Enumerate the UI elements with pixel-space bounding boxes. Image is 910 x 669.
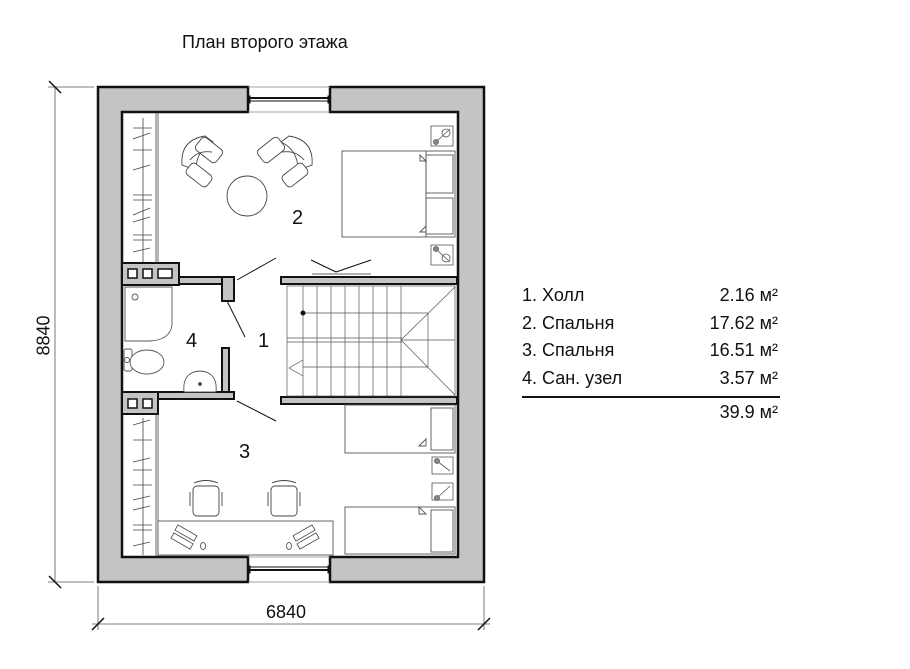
room-label-1: 1 — [258, 330, 270, 352]
plan-title: План второго этажа — [182, 32, 348, 52]
office-chairs — [189, 480, 301, 517]
toilet — [123, 348, 165, 375]
legend-row: 3. Спальня 16.51 м² — [522, 337, 778, 365]
room-label-2: 2 — [292, 207, 304, 229]
staircase — [286, 285, 456, 397]
legend-room-area: 2.16 м² — [719, 285, 778, 305]
desk — [157, 520, 334, 556]
single-bed-top — [344, 404, 456, 454]
legend-room-area: 3.57 м² — [719, 367, 778, 388]
shower — [124, 286, 173, 342]
door-swings — [226, 257, 372, 422]
single-bed-bottom — [344, 505, 456, 555]
dimension-height-label: 8840 — [33, 315, 54, 356]
computers — [170, 524, 320, 550]
legend-total-area: 39.9 м² — [719, 402, 778, 422]
legend-room-name: 4. Сан. узел — [522, 367, 623, 388]
dimension-horizontal — [91, 586, 491, 631]
room-label-3: 3 — [239, 441, 251, 463]
legend-room-name: 3. Спальня — [522, 340, 615, 360]
dimension-width-label: 6840 — [266, 602, 307, 622]
room-label-4: 4 — [186, 330, 198, 352]
interior-walls — [121, 262, 458, 415]
stair-start-dot — [300, 310, 306, 316]
legend-room-area: 17.62 м² — [709, 312, 778, 333]
window-bottom — [247, 556, 331, 583]
legend-row: 2. Спальня 17.62 м² — [522, 310, 778, 338]
window-top — [247, 86, 331, 113]
dimension-vertical — [48, 80, 94, 589]
legend-row: 4. Сан. узел 3.57 м² — [522, 365, 778, 393]
legend-row: 1. Холл 2.16 м² — [522, 282, 778, 310]
nightstand-lamps — [430, 125, 454, 266]
vent-ducts — [127, 268, 173, 409]
armchair-left — [181, 135, 224, 188]
legend-divider — [522, 396, 780, 398]
legend-room-name: 2. Спальня — [522, 312, 615, 333]
legend-room-name: 1. Холл — [522, 285, 585, 305]
wardrobe-bottom — [132, 414, 159, 556]
double-bed — [341, 150, 456, 238]
armchair-right — [256, 135, 313, 188]
sink — [183, 370, 217, 393]
area-legend: 1. Холл 2.16 м² 2. Спальня 17.62 м² 3. С… — [522, 282, 780, 423]
round-table — [226, 175, 268, 217]
wardrobe-top — [132, 113, 159, 263]
nightstand-lamps-room3 — [431, 456, 454, 501]
legend-room-area: 16.51 м² — [709, 340, 778, 360]
